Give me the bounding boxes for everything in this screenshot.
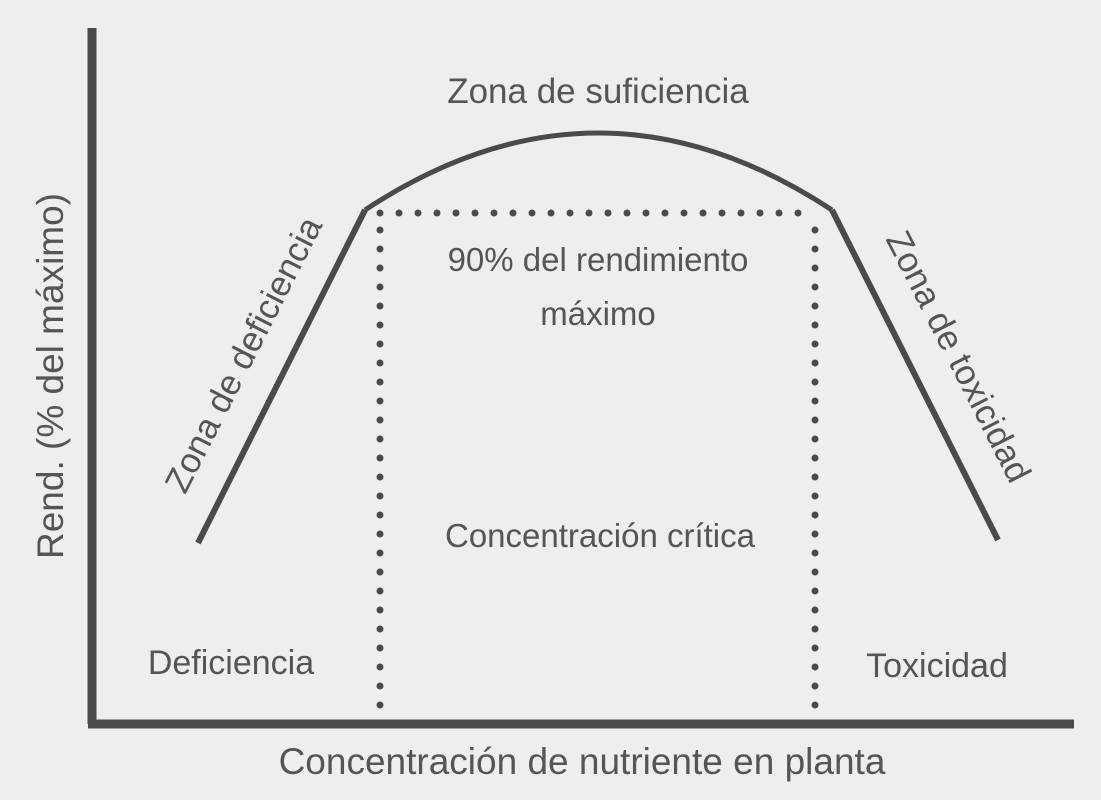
toxicity-slope-line xyxy=(829,208,1001,542)
toxicity-label: Toxicidad xyxy=(866,647,1008,685)
critical-concentration-label: Concentración crítica xyxy=(445,517,756,554)
deficiency-slope-line xyxy=(195,208,368,545)
sufficiency-arc xyxy=(363,130,834,213)
ninety-percent-label-line2: máximo xyxy=(540,295,656,332)
deficiency-label: Deficiencia xyxy=(148,644,314,682)
zone-toxicity-label: Zona de toxicidad xyxy=(878,225,1038,489)
ninety-percent-label-line1: 90% del rendimiento xyxy=(448,241,749,278)
x-axis-label: Concentración de nutriente en planta xyxy=(279,741,886,782)
y-axis-label: Rend. (% del máximo) xyxy=(30,193,71,559)
zone-sufficiency-label: Zona de suficiencia xyxy=(447,72,749,111)
